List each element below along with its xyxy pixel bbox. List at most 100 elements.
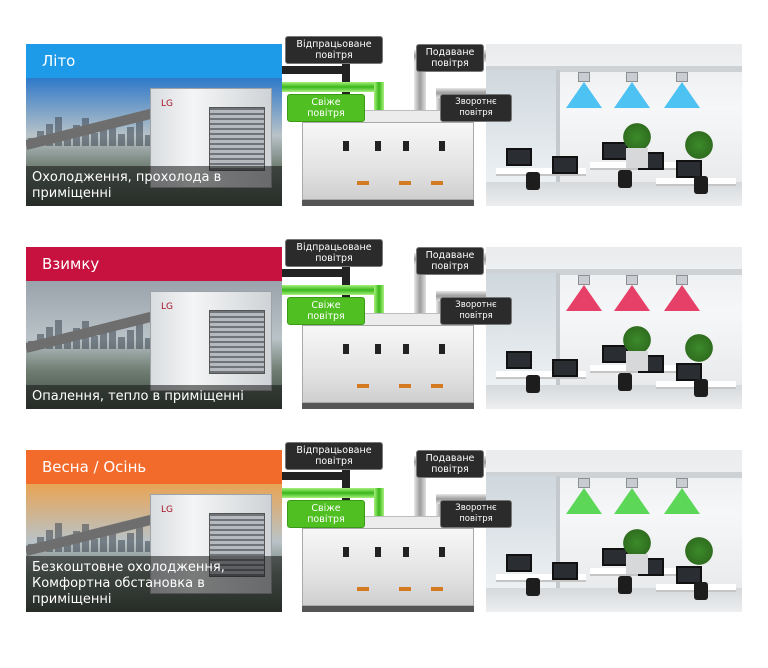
outdoor-unit-icon: LG: [150, 291, 272, 391]
skyline-building: [145, 338, 152, 349]
computer-monitor: [676, 566, 702, 584]
skyline-building: [145, 135, 152, 146]
ceiling-diffuser-icon: [578, 72, 590, 82]
skyline-building: [100, 126, 107, 146]
exhaust-air-label: Відпрацьоване повітря: [285, 36, 383, 64]
ceiling-diffuser-icon: [676, 478, 688, 488]
ceiling-diffuser-icon: [626, 478, 638, 488]
return-air-label: Зворотнє повітря: [440, 94, 512, 122]
ceiling-diffuser-icon: [578, 275, 590, 285]
brand-logo: LG: [161, 99, 173, 109]
computer-monitor: [676, 160, 702, 178]
airflow-cone: [664, 82, 700, 108]
airflow-cone: [664, 285, 700, 311]
unit-grill: [209, 310, 265, 374]
airflow-cone: [566, 82, 602, 108]
skyline-building: [118, 134, 125, 146]
air-handling-unit-icon: [302, 122, 474, 200]
airflow-cone: [664, 488, 700, 514]
fresh-air-label: Свіже повітря: [287, 94, 365, 122]
skyline-building: [145, 541, 152, 552]
office-chair: [526, 172, 540, 190]
ceiling-diffuser-icon: [676, 275, 688, 285]
office-desk: [496, 168, 586, 176]
skyline-building: [109, 322, 116, 349]
unit-grill: [209, 107, 265, 171]
ahu-accent: [357, 587, 369, 591]
skyline-building: [91, 133, 98, 146]
exhaust-duct: [282, 66, 348, 74]
ceiling-diffuser-icon: [626, 72, 638, 82]
season-caption: Безкоштовне охолодження, Комфортна обста…: [26, 556, 282, 612]
ceiling: [486, 269, 742, 275]
office-chair: [526, 375, 540, 393]
ahu-door-handle: [343, 344, 349, 354]
skyline-building: [136, 526, 143, 552]
skyline-building: [127, 127, 134, 146]
ahu-door-handle: [375, 344, 381, 354]
return-duct: [436, 494, 492, 504]
ahu-base: [302, 403, 474, 409]
return-duct: [436, 88, 492, 98]
ceiling-diffuser-icon: [578, 478, 590, 488]
ahu-accent: [431, 181, 443, 185]
office-interior: [486, 247, 742, 409]
exhaust-air-label: Відпрацьоване повітря: [285, 442, 383, 470]
ahu-accent: [399, 181, 411, 185]
ahu-door-handle: [343, 547, 349, 557]
brand-logo: LG: [161, 302, 173, 312]
airflow-cone: [566, 285, 602, 311]
airflow-cone: [566, 488, 602, 514]
ahu-base: [302, 606, 474, 612]
computer-monitor: [506, 148, 532, 166]
season-label: Весна / Осінь: [26, 450, 282, 484]
fresh-air-duct: [282, 285, 382, 295]
ahu-door-handle: [343, 141, 349, 151]
supply-air-label: Подаване повітря: [416, 450, 484, 478]
exhaust-duct: [282, 269, 348, 277]
fresh-air-duct: [282, 82, 382, 92]
office-chair: [694, 176, 708, 194]
ahu-base: [302, 200, 474, 206]
plant-pot: [626, 148, 648, 168]
office-chair: [694, 379, 708, 397]
ahu-door-handle: [375, 547, 381, 557]
airflow-cone: [614, 82, 650, 108]
air-handling-section: [282, 44, 492, 214]
season-label: Взимку: [26, 247, 282, 281]
plant-icon: [682, 333, 716, 363]
office-chair: [526, 578, 540, 596]
skyline-building: [118, 540, 125, 552]
season-label: Літо: [26, 44, 282, 78]
return-air-label: Зворотнє повітря: [440, 297, 512, 325]
plant-pot: [626, 351, 648, 371]
fresh-air-label: Свіже повітря: [287, 500, 365, 528]
season-caption: Опалення, тепло в приміщенні: [26, 385, 282, 409]
supply-air-label: Подаване повітря: [416, 44, 484, 72]
ahu-door-handle: [375, 141, 381, 151]
ahu-door-handle: [403, 547, 409, 557]
skyline-building: [127, 330, 134, 349]
fresh-air-duct: [374, 82, 384, 122]
office-desk: [496, 371, 586, 379]
plant-icon: [682, 130, 716, 160]
skyline-building: [136, 120, 143, 146]
ahu-accent: [431, 384, 443, 388]
ceiling-diffuser-icon: [626, 275, 638, 285]
ahu-door-handle: [439, 344, 445, 354]
ahu-door-handle: [439, 141, 445, 151]
plant-icon: [620, 122, 654, 152]
computer-monitor: [506, 554, 532, 572]
ceiling-diffuser-icon: [676, 72, 688, 82]
fresh-air-duct: [374, 488, 384, 528]
ceiling: [486, 66, 742, 72]
season-caption: Охолодження, прохолода в приміщенні: [26, 166, 282, 206]
ahu-door-handle: [403, 141, 409, 151]
fresh-air-label: Свіже повітря: [287, 297, 365, 325]
air-handling-unit-icon: [302, 325, 474, 403]
return-air-label: Зворотнє повітря: [440, 500, 512, 528]
